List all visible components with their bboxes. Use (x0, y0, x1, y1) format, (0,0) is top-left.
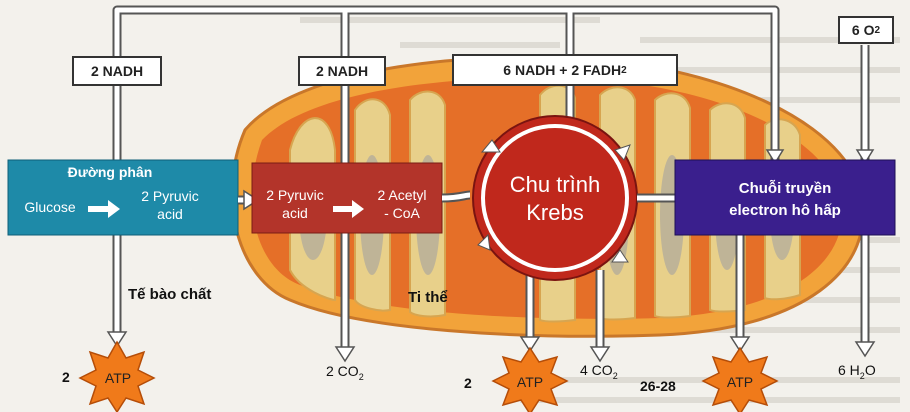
oxygen-subscript: 2 (875, 25, 881, 36)
water-tail: O (865, 362, 876, 378)
acetyl-coa-line2: - CoA (362, 205, 442, 221)
atp-count-etc: 26-28 (640, 378, 676, 394)
co2-label-krebs: 4 CO2 (580, 362, 618, 381)
atp-count-glycolysis: 2 (62, 369, 70, 385)
etc-title-line2: electron hô hấp (680, 202, 890, 219)
water-text: 6 H (838, 362, 860, 378)
cytoplasm-label: Tế bào chất (128, 286, 211, 303)
co2-krebs-sub: 2 (613, 371, 618, 381)
pyruvate-left-line1: 2 Pyruvic (254, 187, 336, 203)
atp-label-etc: ATP (723, 374, 757, 390)
glycolysis-pyruvic-line2: acid (120, 206, 220, 222)
water-label: 6 H2O (838, 362, 876, 381)
electron-transport-chain-box (675, 160, 895, 235)
pyruvate-left-line2: acid (254, 205, 336, 221)
atp-label-glycolysis: ATP (101, 370, 135, 386)
nadh-label-glycolysis: 2 NADH (72, 56, 162, 86)
co2-krebs-text: 4 CO (580, 362, 613, 378)
krebs-cycle-circle (473, 116, 637, 280)
nadh-label-pyruvate: 2 NADH (298, 56, 386, 86)
etc-title-line1: Chuỗi truyền (680, 180, 890, 197)
acetyl-coa-line1: 2 Acetyl (362, 187, 442, 203)
fadh-subscript: 2 (621, 65, 627, 76)
co2-pyruvate-sub: 2 (359, 372, 364, 382)
co2-label-pyruvate: 2 CO2 (326, 363, 364, 382)
oxygen-text: 6 O (852, 22, 875, 38)
glucose-label: Glucose (14, 199, 86, 215)
atp-count-krebs: 2 (464, 375, 472, 391)
krebs-title-line1: Chu trình (480, 172, 630, 198)
co2-pyruvate-text: 2 CO (326, 363, 359, 379)
glycolysis-title: Đường phân (40, 164, 180, 180)
nadh-fadh-text: 6 NADH + 2 FADH (503, 62, 621, 78)
krebs-title-line2: Krebs (480, 200, 630, 226)
mitochondria-label: Ti thể (408, 289, 448, 306)
atp-label-krebs: ATP (513, 374, 547, 390)
glycolysis-pyruvic-line1: 2 Pyruvic (120, 188, 220, 204)
